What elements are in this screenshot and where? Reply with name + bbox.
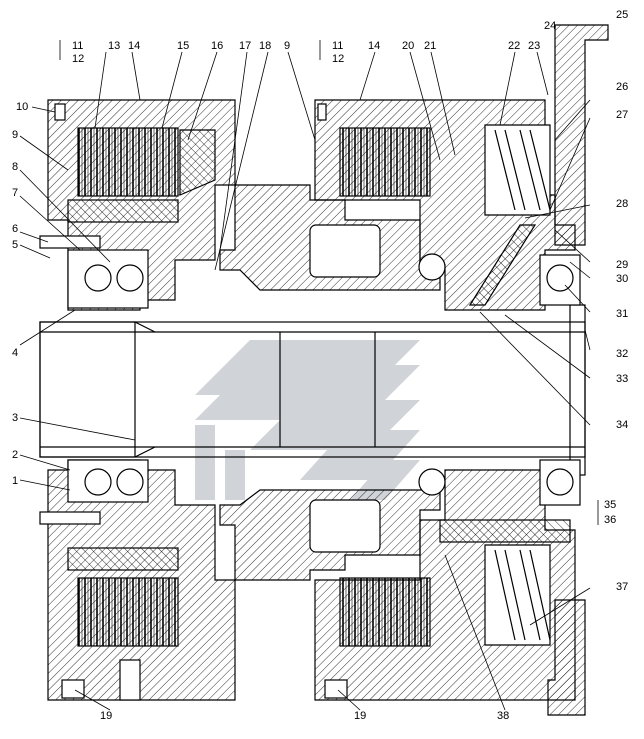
callout-14a: 14 — [128, 40, 140, 52]
callout-16: 16 — [211, 40, 223, 52]
callout-25: 25 — [616, 9, 628, 21]
central-hub — [219, 184, 441, 581]
callout-23: 23 — [528, 40, 540, 52]
callout-1: 1 — [12, 475, 18, 487]
callout-12a: 12 — [72, 53, 84, 65]
callout-11a: 11 — [72, 40, 83, 52]
callout-34: 34 — [616, 419, 628, 431]
callout-13: 13 — [108, 40, 120, 52]
watermark-logo — [195, 340, 420, 500]
callout-28: 28 — [616, 198, 628, 210]
callout-7: 7 — [12, 187, 18, 199]
leader-lines — [19, 40, 599, 711]
callout-9a: 9 — [12, 129, 18, 141]
callout-4: 4 — [12, 347, 18, 359]
callout-9b: 9 — [284, 40, 290, 52]
left-housing-upper — [39, 99, 236, 311]
left-housing-lower — [39, 459, 236, 701]
callout-30: 30 — [616, 273, 628, 285]
callout-20: 20 — [402, 40, 414, 52]
callout-15: 15 — [177, 40, 189, 52]
callout-11b: 11 — [332, 40, 343, 52]
callout-26: 26 — [616, 81, 628, 93]
callout-32: 32 — [616, 348, 628, 360]
right-flange — [547, 24, 609, 716]
callout-31: 31 — [616, 308, 628, 320]
callout-17: 17 — [239, 40, 251, 52]
callout-37: 37 — [616, 581, 628, 593]
callout-22: 22 — [508, 40, 520, 52]
right-housing-lower — [314, 459, 581, 701]
callout-2: 2 — [12, 449, 18, 461]
callout-labels: 1 2 3 4 5 6 7 8 9 10 11 12 13 14 15 16 1… — [12, 9, 628, 722]
callout-19a: 19 — [100, 710, 112, 722]
callout-5: 5 — [12, 239, 18, 251]
callout-6: 6 — [12, 223, 18, 235]
callout-24: 24 — [544, 20, 556, 32]
callout-29: 29 — [616, 259, 628, 271]
callout-33: 33 — [616, 373, 628, 385]
callout-14b: 14 — [368, 40, 380, 52]
callout-38: 38 — [497, 710, 509, 722]
callout-27: 27 — [616, 109, 628, 121]
callout-21: 21 — [424, 40, 436, 52]
callout-36: 36 — [604, 514, 616, 526]
callout-19b: 19 — [354, 710, 366, 722]
callout-12b: 12 — [332, 53, 344, 65]
callout-35: 35 — [604, 499, 616, 511]
callout-8: 8 — [12, 161, 18, 173]
callout-3: 3 — [12, 412, 18, 424]
shaft — [39, 304, 586, 476]
right-housing-upper — [314, 99, 581, 311]
callout-10: 10 — [16, 101, 28, 113]
callout-18: 18 — [259, 40, 271, 52]
